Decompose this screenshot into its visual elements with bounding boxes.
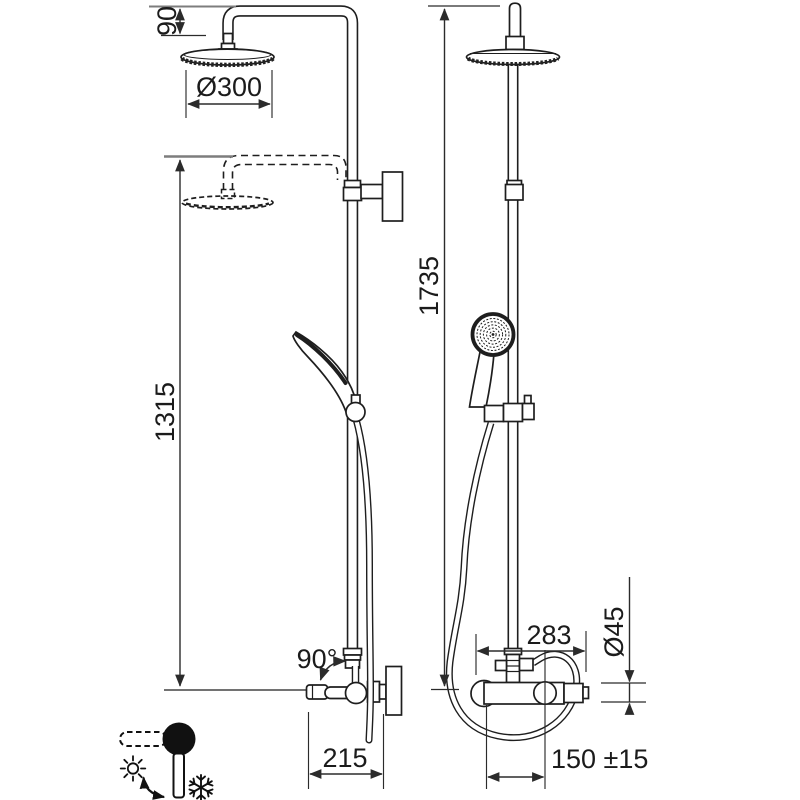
- front-view: [164, 5, 404, 744]
- front-hand-shower: [292, 330, 366, 423]
- side-hand-shower: [468, 312, 516, 408]
- lever-dashed-position: [119, 731, 167, 747]
- dim-body-diameter-label: Ø45: [599, 606, 629, 657]
- side-holder: [483, 394, 535, 423]
- dim-column-depth-label: 283: [526, 620, 571, 650]
- sun-icon: [119, 755, 147, 782]
- side-view: [445, 2, 590, 742]
- front-hose: [352, 415, 375, 744]
- front-arm-lowered-dashed: [181, 154, 347, 210]
- front-wall-bracket: [342, 171, 404, 222]
- dim-swivel-angle-label: 90°: [297, 644, 338, 674]
- dim-spout-depth: 215: [307, 712, 385, 789]
- dim-total-height: 1735: [414, 5, 500, 691]
- dim-head-diameter: Ø300: [185, 70, 273, 118]
- dim-connection-spacing: 150 ±15: [485, 650, 648, 789]
- front-shower-head: [180, 32, 275, 68]
- side-shower-head: [465, 48, 561, 67]
- dim-height-to-head-label: 1315: [150, 382, 180, 442]
- dimensions: 90 Ø300 1315 1735 90°: [149, 5, 648, 789]
- rotation-arrow-icon: [139, 776, 166, 800]
- dim-height-to-head: 1315: [150, 155, 233, 687]
- dim-head-offset: 90: [149, 5, 236, 37]
- dim-spout-depth-label: 215: [322, 743, 367, 773]
- front-pole: [222, 5, 359, 652]
- lever-knob: [162, 722, 196, 756]
- dim-swivel-angle: 90°: [297, 644, 347, 681]
- dim-column-depth: 283: [475, 620, 587, 675]
- dim-total-height-label: 1735: [414, 256, 444, 316]
- dim-body-diameter: Ø45: [599, 577, 646, 715]
- dim-head-diameter-label: Ø300: [196, 72, 262, 102]
- snowflake-icon: [187, 774, 215, 800]
- lever-stem: [172, 752, 185, 799]
- front-mixer-valve: [164, 647, 403, 716]
- dim-connection-spacing-label: 150 ±15: [551, 744, 648, 774]
- temperature-control-legend: [119, 722, 215, 800]
- dim-head-offset-label: 90: [152, 6, 182, 36]
